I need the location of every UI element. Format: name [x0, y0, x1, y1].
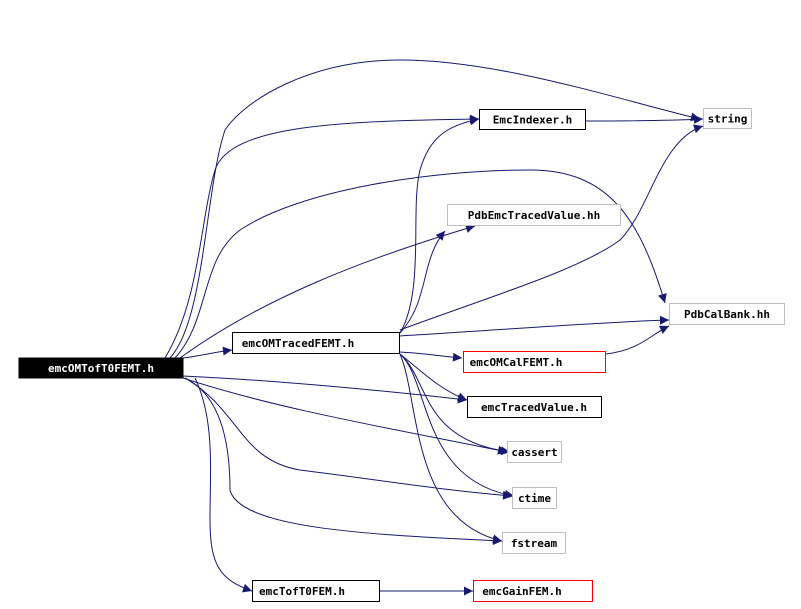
graph-edges	[164, 59, 704, 596]
node-emcomtraced-label: emcOMTracedFEMT.h	[242, 337, 355, 350]
node-string-label: string	[708, 113, 748, 126]
edge-root-to-fstream	[184, 377, 503, 546]
edge-emcomtraced-to-pdbemctraced	[399, 230, 446, 334]
node-emcomtraced[interactable]: emcOMTracedFEMT.h	[232, 332, 400, 354]
node-root[interactable]: emcOMTofT0FEMT.h	[18, 357, 184, 379]
edge-emcomtraced-to-cassert	[399, 353, 511, 456]
node-emcindexer-label: EmcIndexer.h	[493, 114, 572, 127]
graph-nodes: emcOMTofT0FEMT.h EmcIndexer.h string Pdb…	[18, 108, 785, 602]
node-pdbcalbank-label: PdbCalBank.hh	[684, 308, 770, 321]
node-emcgain[interactable]: emcGainFEM.h	[473, 580, 593, 602]
node-emctracedvalue-label: emcTracedValue.h	[481, 401, 587, 414]
node-emctoft0-label: emcTofT0FEM.h	[259, 585, 345, 598]
edge-root-to-ctime	[184, 377, 513, 500]
node-emcomcal-label: emcOMCalFEMT.h	[470, 356, 563, 369]
node-cassert-label: cassert	[511, 446, 557, 459]
node-fstream-label: fstream	[511, 537, 558, 550]
node-emctoft0[interactable]: emcTofT0FEM.h	[252, 580, 380, 602]
edge-root-to-pdbcalbank	[174, 169, 667, 359]
node-emctracedvalue[interactable]: emcTracedValue.h	[467, 396, 602, 418]
edge-root-to-emcomtraced	[182, 346, 233, 359]
node-emcomcal[interactable]: emcOMCalFEMT.h	[463, 351, 606, 373]
edge-root-to-pdbemctraced	[179, 224, 476, 359]
node-ctime[interactable]: ctime	[512, 487, 557, 509]
node-emcindexer[interactable]: EmcIndexer.h	[479, 109, 586, 130]
edge-emcomtraced-to-pdbcalbank	[399, 315, 670, 337]
edge-root-to-emcindexer	[164, 114, 480, 359]
node-string[interactable]: string	[703, 108, 752, 129]
node-cassert[interactable]: cassert	[507, 441, 562, 463]
node-fstream[interactable]: fstream	[502, 532, 566, 554]
edge-emcindexer-to-string	[585, 114, 704, 124]
edge-emcomtraced-to-emcomcal	[399, 351, 463, 362]
edge-emcomcal-to-pdbcalbank	[605, 325, 670, 355]
edge-root-to-cassert	[182, 377, 508, 455]
edge-root-to-string	[169, 59, 701, 359]
node-pdbemctraced[interactable]: PdbEmcTracedValue.hh	[447, 204, 621, 226]
node-pdbemctraced-label: PdbEmcTracedValue.hh	[468, 209, 600, 222]
edge-root-to-emctoft0	[194, 377, 253, 593]
edge-emcomtraced-to-fstream	[399, 353, 503, 544]
node-pdbcalbank[interactable]: PdbCalBank.hh	[669, 303, 785, 325]
node-root-label: emcOMTofT0FEMT.h	[48, 362, 154, 375]
edge-root-to-emctracedvalue	[182, 375, 468, 404]
edge-emcomtraced-to-string	[399, 124, 704, 331]
edge-emcomtraced-to-emcindexer	[399, 116, 480, 334]
node-emcgain-label: emcGainFEM.h	[482, 585, 561, 598]
edge-emcomtraced-to-emctracedvalue	[399, 353, 468, 402]
node-ctime-label: ctime	[518, 492, 551, 505]
edge-emcomtraced-to-ctime	[399, 353, 515, 499]
